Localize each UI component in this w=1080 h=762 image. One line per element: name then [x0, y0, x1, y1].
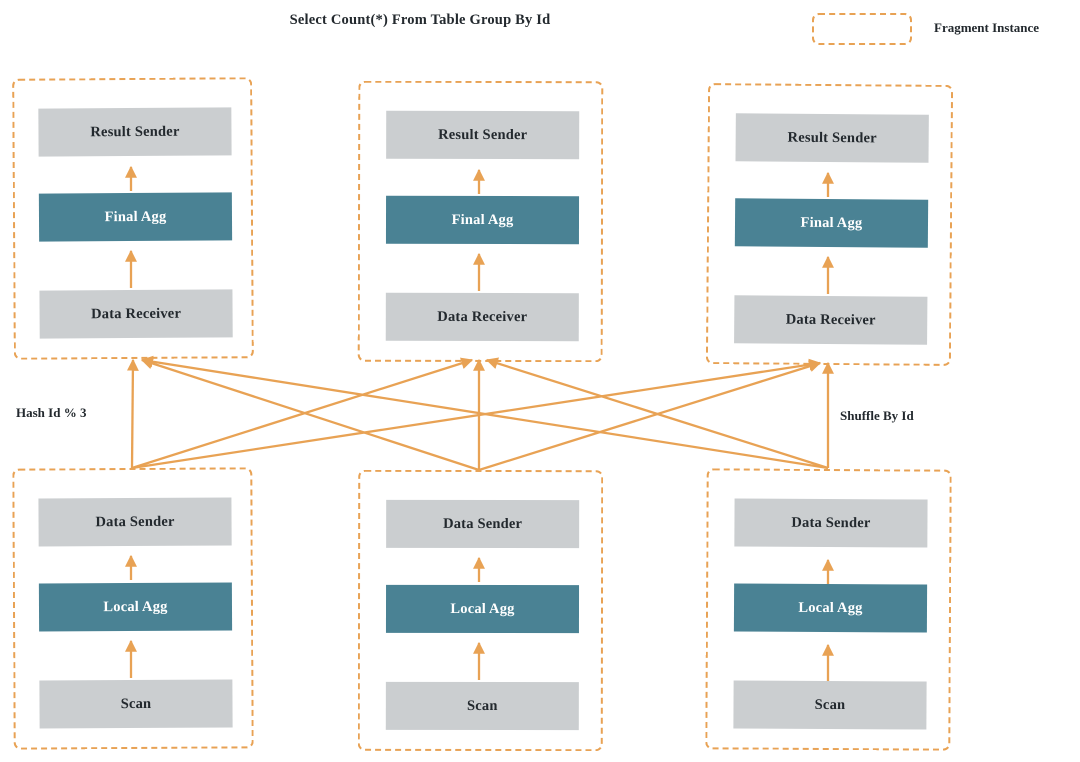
band-label-hash-id: Hash Id % 3	[16, 405, 87, 420]
shuffle-edge-l1-u1	[126, 358, 139, 469]
operator-local-agg[interactable]: Local Agg	[385, 584, 580, 634]
operator-data-receiver[interactable]: Data Receiver	[734, 295, 928, 345]
operator-label: Data Sender	[95, 513, 175, 530]
fragment-instance-upper-3[interactable]: Result Sender Final Agg Data Receiver	[705, 83, 954, 366]
operator-label: Final Agg	[104, 208, 167, 225]
operator-data-sender[interactable]: Data Sender	[386, 499, 580, 549]
fragment-instance-swatch-icon	[812, 13, 912, 45]
operator-scan[interactable]: Scan	[385, 681, 579, 731]
legend-label: Fragment Instance	[934, 20, 1040, 35]
fragment-instance-lower-1[interactable]: Data Sender Local Agg Scan	[12, 467, 254, 750]
operator-label: Data Receiver	[91, 305, 182, 323]
operator-label: Final Agg	[451, 211, 514, 228]
fragment-instance-lower-3[interactable]: Data Sender Local Agg Scan	[705, 468, 952, 751]
operator-label: Local Agg	[103, 598, 168, 615]
shuffle-edge-l2-u1	[140, 357, 480, 472]
diagram-title: Select Count(*) From Table Group By Id	[289, 12, 551, 28]
operator-final-agg[interactable]: Final Agg	[38, 192, 233, 242]
fragment-instance-lower-2[interactable]: Data Sender Local Agg Scan	[357, 469, 604, 752]
shuffle-edge-l3-u1	[140, 355, 829, 470]
legend: Fragment Instance	[812, 11, 1080, 51]
operator-label: Data Receiver	[437, 308, 528, 325]
operator-result-sender[interactable]: Result Sender	[735, 113, 929, 163]
operator-label: Data Sender	[443, 515, 523, 532]
operator-local-agg[interactable]: Local Agg	[733, 583, 928, 633]
fragment-instance-upper-1[interactable]: Result Sender Final Agg Data Receiver	[12, 77, 254, 360]
operator-scan[interactable]: Scan	[39, 679, 233, 729]
operator-label: Scan	[467, 697, 498, 714]
operator-result-sender[interactable]: Result Sender	[38, 107, 232, 157]
operator-label: Local Agg	[450, 600, 515, 617]
operator-data-sender[interactable]: Data Sender	[38, 497, 232, 547]
operator-label: Result Sender	[90, 123, 180, 141]
operator-data-receiver[interactable]: Data Receiver	[39, 289, 233, 339]
operator-label: Data Receiver	[785, 311, 876, 329]
operator-label: Final Agg	[800, 214, 863, 232]
operator-result-sender[interactable]: Result Sender	[386, 110, 580, 160]
operator-label: Local Agg	[798, 599, 863, 616]
shuffle-edge-l3-u2	[485, 357, 829, 470]
operator-data-receiver[interactable]: Data Receiver	[385, 292, 579, 342]
shuffle-edge-l2-u3	[478, 360, 822, 472]
operator-label: Data Sender	[791, 514, 871, 531]
operator-final-agg[interactable]: Final Agg	[385, 195, 580, 245]
operator-scan[interactable]: Scan	[733, 680, 927, 730]
operator-label: Result Sender	[438, 126, 528, 143]
operator-local-agg[interactable]: Local Agg	[38, 582, 233, 632]
operator-data-sender[interactable]: Data Sender	[734, 498, 928, 548]
operator-final-agg[interactable]: Final Agg	[734, 198, 929, 248]
operator-label: Result Sender	[787, 129, 877, 147]
operator-label: Scan	[120, 695, 152, 712]
shuffle-edge-l1-u3	[131, 358, 822, 470]
fragment-instance-upper-2[interactable]: Result Sender Final Agg Data Receiver	[357, 80, 604, 363]
shuffle-edge-l1-u2	[131, 357, 474, 470]
operator-label: Scan	[814, 696, 846, 713]
band-label-shuffle-by-id: Shuffle By Id	[840, 408, 914, 423]
